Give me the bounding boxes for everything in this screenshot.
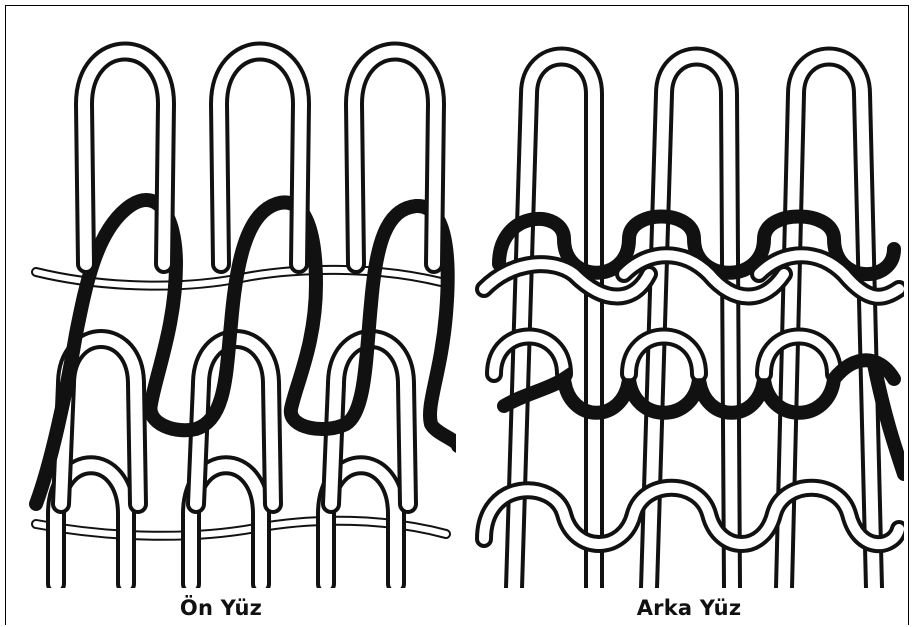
front-face-caption: Ön Yüz [6, 596, 436, 620]
back-course-3-white [484, 488, 899, 544]
back-course-1-white [484, 255, 899, 296]
back-face-caption: Arka Yüz [474, 596, 904, 620]
back-face-diagram [474, 34, 904, 588]
front-face-diagram [26, 34, 456, 588]
figure-frame: Ön Yüz Arka Yüz [5, 5, 909, 625]
